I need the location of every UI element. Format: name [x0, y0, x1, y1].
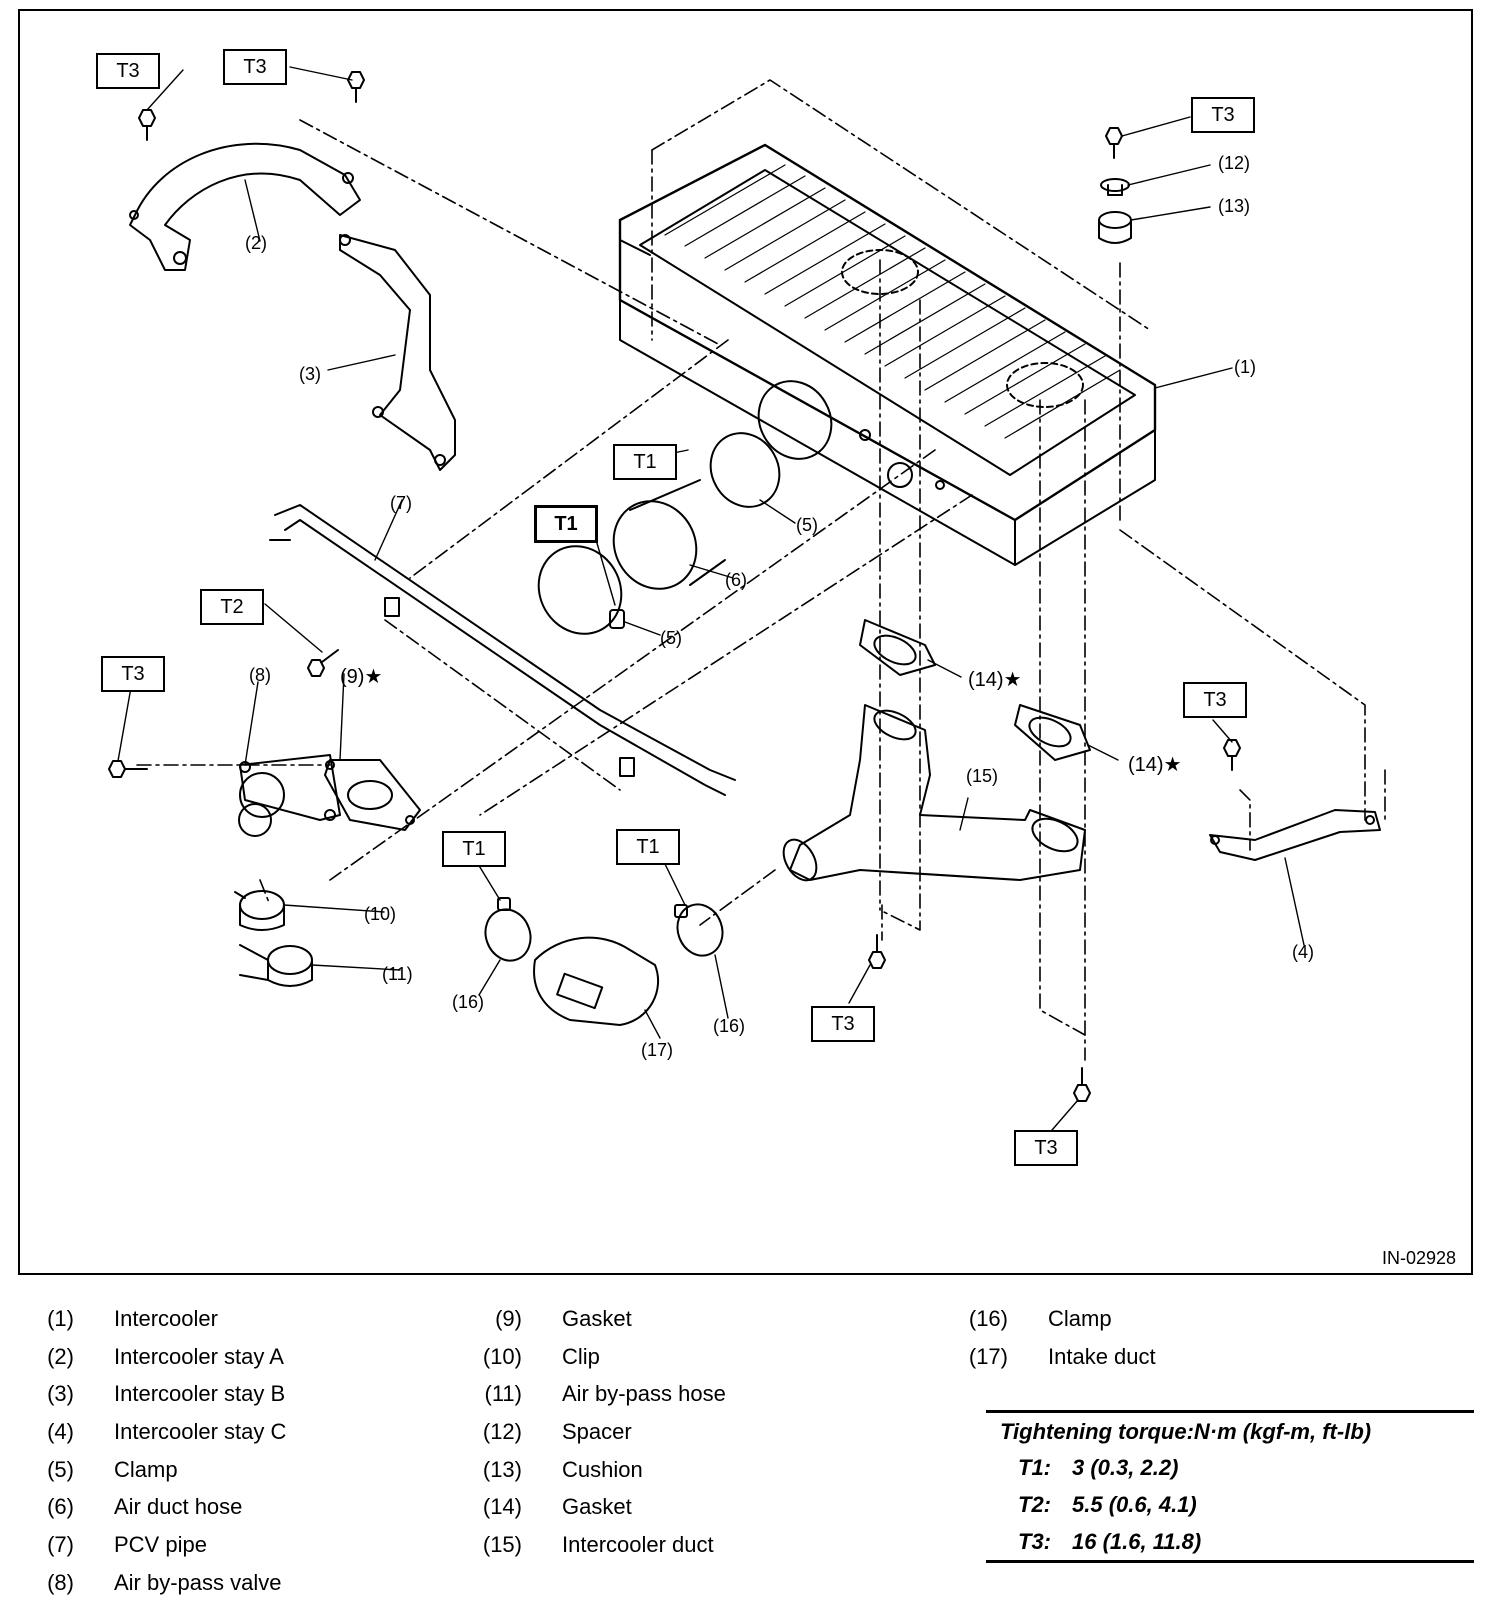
- torque-tag-t3: T3: [96, 53, 160, 89]
- bolts: [108, 71, 1241, 1102]
- spacer-12: [1100, 178, 1130, 196]
- legend-item: (6)Air duct hose: [47, 1494, 243, 1520]
- legend-item: (17)Intake duct: [968, 1343, 1156, 1369]
- air-by-pass-valve-8: [238, 754, 341, 837]
- intercooler-stay-b-3: [339, 234, 456, 471]
- torque-tag-t1: T1: [613, 444, 677, 480]
- legend-item: (8)Air by-pass valve: [47, 1569, 282, 1595]
- clamp-16-right: [674, 903, 724, 957]
- clamp-16-left: [484, 897, 532, 962]
- torque-tag-t3: T3: [223, 49, 287, 85]
- torque-table-title: Tightening torque:N·m (kgf-m, ft-lb): [1000, 1419, 1372, 1444]
- intercooler-stay-a-2: [129, 142, 361, 271]
- legend-item: (5)Clamp: [47, 1456, 178, 1482]
- callout-14: (14)★: [968, 669, 1022, 691]
- leader-lines: [117, 66, 1305, 1138]
- torque-row: T1:3 (0.3, 2.2): [1018, 1454, 1179, 1480]
- torque-row: T2:5.5 (0.6, 4.1): [1018, 1491, 1197, 1517]
- callout-5: (5): [660, 628, 682, 648]
- torque-row: T3:16 (1.6, 11.8): [1018, 1528, 1202, 1554]
- callout-8: (8): [249, 665, 271, 685]
- torque-tag-t1: T1: [442, 831, 506, 867]
- legend-item: (3)Intercooler stay B: [47, 1381, 286, 1407]
- callout-12: (12): [1218, 153, 1251, 173]
- torque-tag-t3: T3: [101, 656, 165, 692]
- clamp-5-upper: [709, 380, 833, 508]
- legend-item: (2)Intercooler stay A: [47, 1343, 284, 1369]
- callout-17: (17): [641, 1040, 674, 1060]
- legend-item: (14)Gasket: [482, 1494, 632, 1520]
- legend-item: (1)Intercooler: [47, 1305, 218, 1331]
- legend-item: (10)Clip: [482, 1343, 600, 1369]
- intake-duct-17: [533, 936, 660, 1026]
- diagram-frame: [18, 9, 1473, 1275]
- torque-tag-t2: T2: [200, 589, 264, 625]
- callout-15: (15): [966, 766, 999, 786]
- legend-item: (7)PCV pipe: [47, 1531, 207, 1557]
- torque-tag-t3: T3: [1014, 1130, 1078, 1166]
- intercooler-duct-15: [782, 704, 1086, 882]
- torque-tag-t3: T3: [1183, 682, 1247, 718]
- gasket-14-right: [1014, 704, 1091, 761]
- callout-4: (4): [1292, 942, 1314, 962]
- assembly-guide-lines: [136, 79, 1386, 1061]
- callout-3: (3): [299, 364, 321, 384]
- callout-7: (7): [390, 493, 412, 513]
- callout-14: (14)★: [1128, 754, 1182, 776]
- legend-item: (12)Spacer: [482, 1418, 632, 1444]
- callout-16: (16): [452, 992, 485, 1012]
- callout-16: (16): [713, 1016, 746, 1036]
- cushion-13: [1098, 211, 1132, 244]
- torque-tag-t3: T3: [811, 1006, 875, 1042]
- legend-item: (11)Air by-pass hose: [484, 1381, 726, 1407]
- callout-2: (2): [245, 233, 267, 253]
- torque-table: Tightening torque:N·m (kgf-m, ft-lb) T1:…: [986, 1410, 1474, 1563]
- figure-code: IN-02928: [1382, 1248, 1457, 1268]
- pcv-pipe-7: [269, 504, 736, 796]
- intercooler-1: [618, 143, 1157, 566]
- air-by-pass-hose-11: [239, 944, 313, 987]
- legend-item: (13)Cushion: [482, 1456, 643, 1482]
- air-duct-hose-6: [612, 479, 726, 590]
- divider: [986, 1560, 1474, 1563]
- parts-legend-col2: (9)Gasket (10)Clip (11)Air by-pass hose …: [458, 1300, 726, 1564]
- callout-13: (13): [1218, 196, 1251, 216]
- divider: [986, 1410, 1474, 1413]
- torque-tag-t1: T1: [616, 829, 680, 865]
- legend-item: (9)Gasket: [495, 1305, 632, 1331]
- parts-legend-col3: (16)Clamp (17)Intake duct: [944, 1300, 1156, 1375]
- gasket-14-left: [859, 619, 936, 676]
- callout-9: (9)★: [340, 666, 383, 688]
- legend-item: (15)Intercooler duct: [482, 1531, 714, 1557]
- legend-item: (16)Clamp: [968, 1305, 1112, 1331]
- callout-11: (11): [382, 964, 413, 984]
- legend-item: (4)Intercooler stay C: [47, 1418, 287, 1444]
- callout-1: (1): [1234, 357, 1256, 377]
- torque-tag-t1: T1: [534, 505, 598, 543]
- callout-6: (6): [725, 570, 747, 590]
- torque-tag-t3: T3: [1191, 97, 1255, 133]
- gasket-9: [324, 759, 421, 831]
- clamp-5-lower: [537, 545, 625, 635]
- parts-legend-col1: (1)Intercooler (2)Intercooler stay A (3)…: [10, 1300, 286, 1602]
- callout-5: (5): [796, 515, 818, 535]
- clip-10: [234, 890, 285, 931]
- callout-10: (10): [364, 904, 397, 924]
- intercooler-stay-c-4: [1209, 809, 1381, 861]
